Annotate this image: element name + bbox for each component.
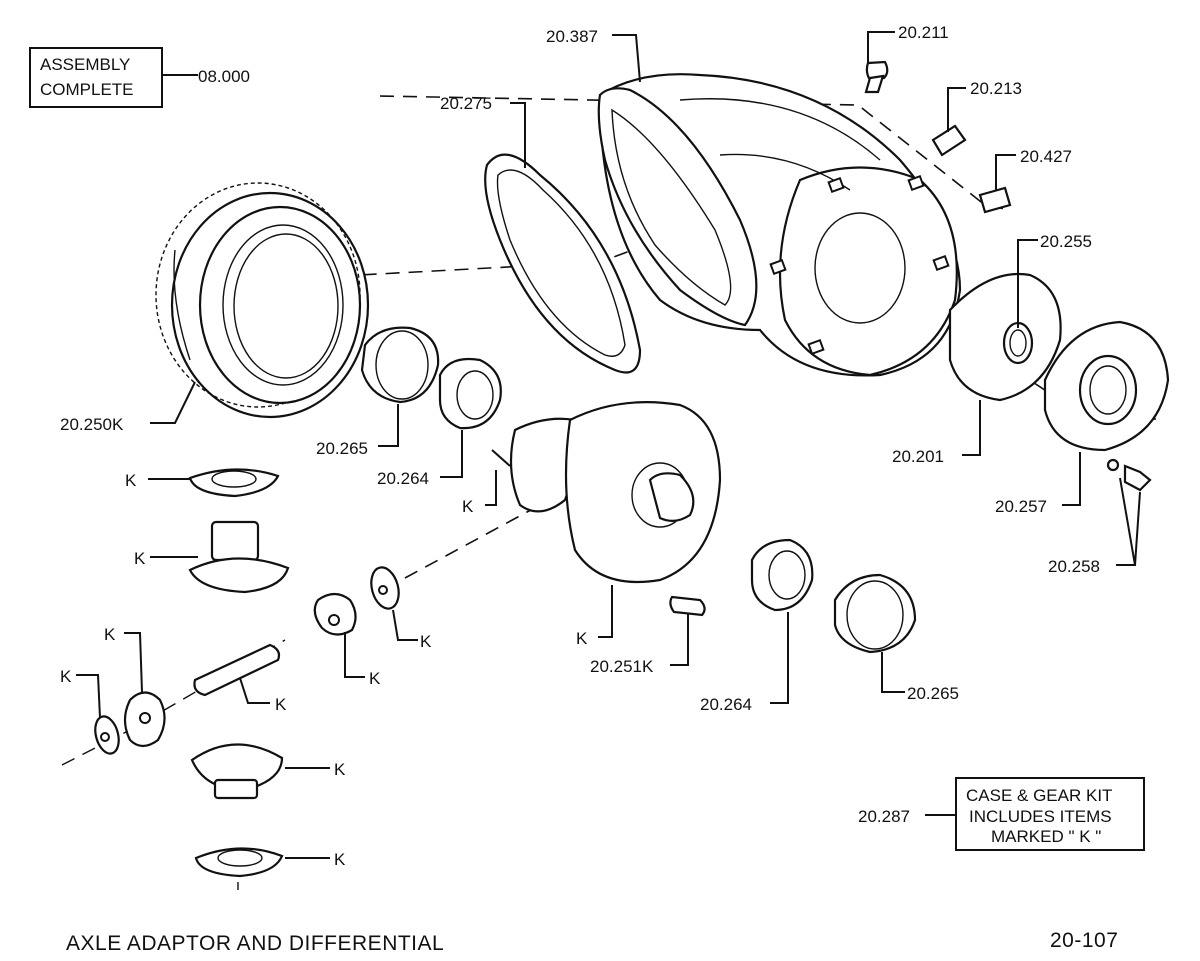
bolt xyxy=(1106,458,1152,492)
kit-box-line3: MARKED " K " xyxy=(991,827,1101,846)
seal-retainer xyxy=(948,272,1062,402)
callout-k-washer-top: K xyxy=(125,471,137,490)
assembly-box xyxy=(29,47,163,108)
bearing-cup xyxy=(833,573,917,654)
callout-k-pinion-left: K xyxy=(104,625,116,644)
callout-20211: 20.211 xyxy=(898,23,949,42)
bearing-cone xyxy=(438,357,502,430)
callout-20275: 20.275 xyxy=(440,94,492,113)
thrust-washer xyxy=(194,847,284,878)
differential-case xyxy=(509,401,722,584)
thrust-washer xyxy=(94,715,120,755)
callout-20265-upper: 20.265 xyxy=(316,439,368,458)
ring-gear xyxy=(155,182,370,419)
callout-20201: 20.201 xyxy=(892,447,944,466)
callout-20258: 20.258 xyxy=(1048,557,1100,576)
bearing-cone xyxy=(750,538,814,612)
kit-box-line2: INCLUDES ITEMS xyxy=(969,807,1112,826)
callout-20255: 20.255 xyxy=(1040,232,1092,251)
callout-20264-upper: 20.264 xyxy=(377,469,429,488)
side-gear xyxy=(190,743,284,800)
callout-20387: 20.387 xyxy=(546,27,598,46)
callout-20251K: 20.251K xyxy=(590,657,654,676)
callout-k-washer-bottom: K xyxy=(334,850,346,869)
callout-k-small-washer: K xyxy=(420,632,432,651)
diagram-title: AXLE ADAPTOR AND DIFFERENTIAL xyxy=(66,932,445,955)
callout-k-pinion: K xyxy=(369,669,381,688)
callout-k-pin: K xyxy=(462,497,474,516)
side-gear xyxy=(188,520,290,594)
cross-shaft xyxy=(669,595,706,617)
bolt xyxy=(864,60,889,94)
callout-k-washer-left: K xyxy=(60,667,72,686)
assembly-box-line1: ASSEMBLY xyxy=(40,55,130,74)
callout-k-side-gear-bottom: K xyxy=(334,760,346,779)
bearing-retainer-plate xyxy=(1043,320,1170,452)
assembly-box-line2: COMPLETE xyxy=(40,80,134,99)
pinion-gear xyxy=(313,592,357,636)
callout-k-pinion-shaft: K xyxy=(275,695,287,714)
kit-box xyxy=(955,777,1145,851)
callout-20264-lower: 20.264 xyxy=(700,695,752,714)
lock-pin xyxy=(491,449,511,467)
leader-lines xyxy=(76,31,1141,859)
thrust-washer xyxy=(370,566,400,610)
callout-20213: 20.213 xyxy=(970,79,1022,98)
thrust-washer xyxy=(188,468,280,498)
pinion-gear xyxy=(123,691,166,748)
pinion-shaft xyxy=(193,643,281,697)
pinion-shaft-centerline xyxy=(404,504,541,579)
callout-20257: 20.257 xyxy=(995,497,1047,516)
page-number: 20-107 xyxy=(1050,929,1119,952)
kit-box-line1: CASE & GEAR KIT xyxy=(966,786,1112,805)
axle-adaptor-housing xyxy=(597,73,962,377)
callout-20427: 20.427 xyxy=(1020,147,1072,166)
callout-k-side-gear-top: K xyxy=(134,549,146,568)
callout-k-case: K xyxy=(576,629,588,648)
callout-20265-lower: 20.265 xyxy=(907,684,959,703)
gasket xyxy=(484,153,642,374)
callout-20287: 20.287 xyxy=(858,807,910,826)
callout-20250K: 20.250K xyxy=(60,415,124,434)
bearing-cup xyxy=(360,326,440,404)
stud xyxy=(978,186,1012,214)
assembly-number: 08.000 xyxy=(198,67,250,86)
